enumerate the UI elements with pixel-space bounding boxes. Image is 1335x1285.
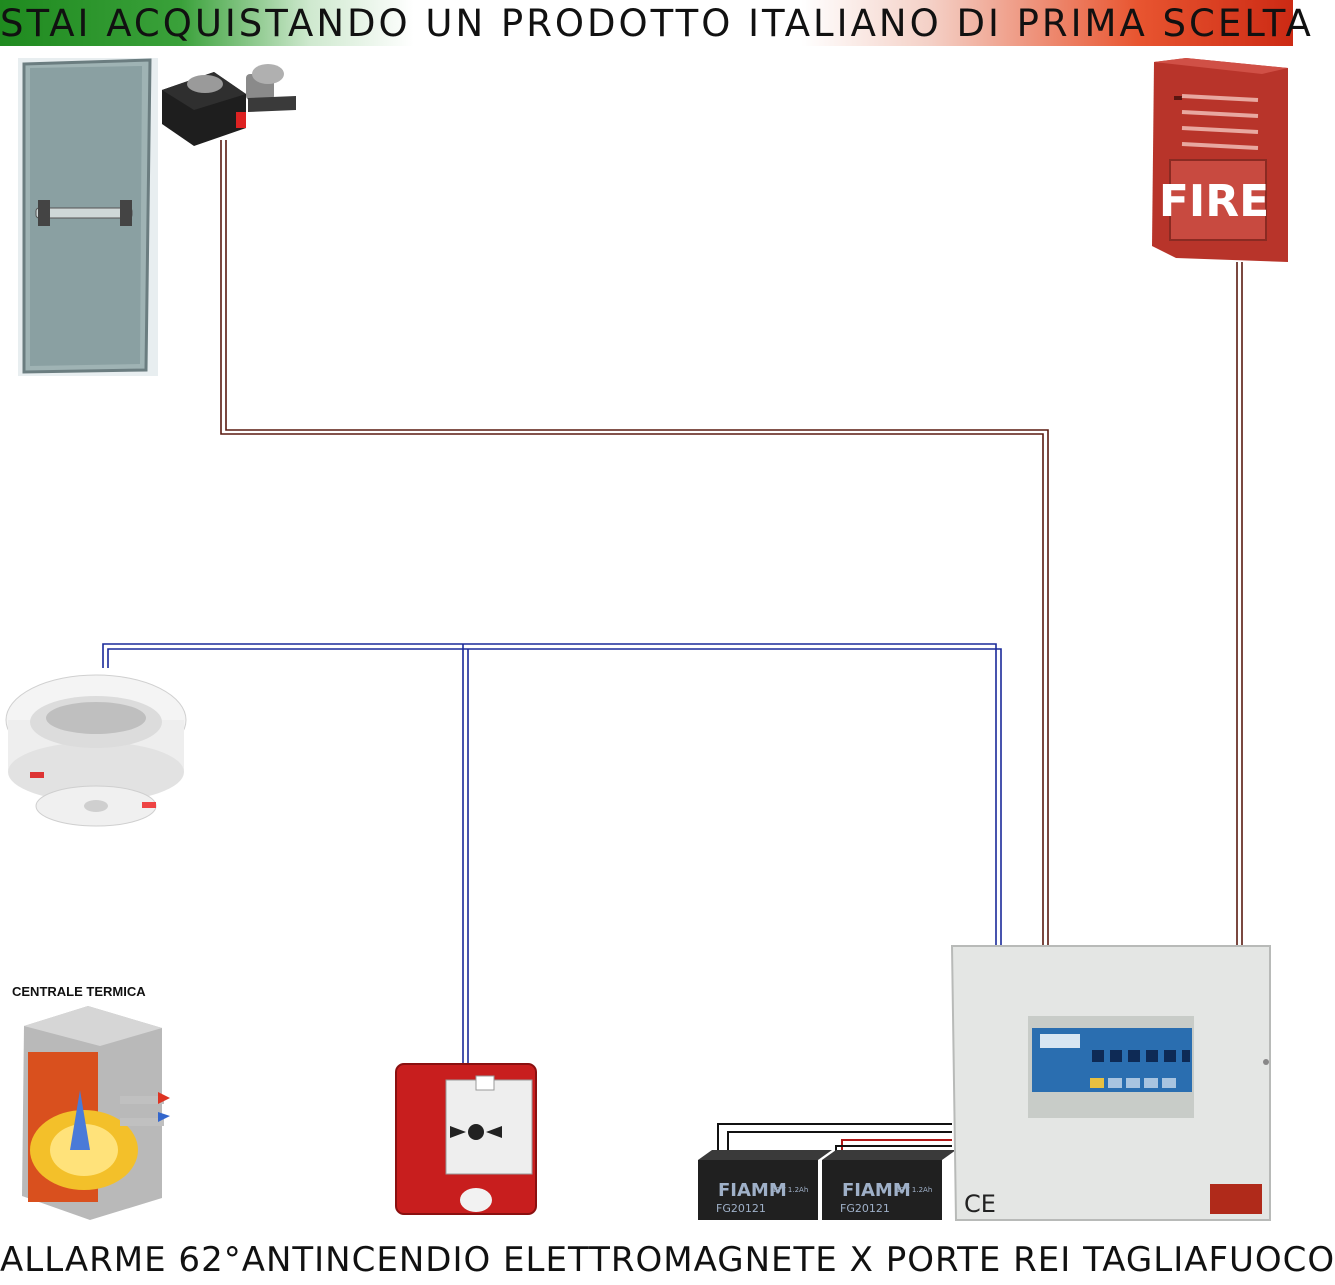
battery-1-model: FG20121 — [716, 1202, 766, 1215]
smoke-detector-icon — [5, 674, 187, 827]
control-panel: CE — [950, 945, 1271, 1221]
italian-flag-banner — [0, 0, 1293, 46]
ce-mark: CE — [964, 1190, 996, 1218]
siren-label: FIRE — [1159, 176, 1269, 227]
battery-2-brand: FIAMM — [842, 1180, 911, 1201]
battery-2-icon: FIAMM FG20121 12V 1.2Ah — [822, 1150, 956, 1220]
wire-detector-bus — [102, 643, 1002, 1064]
fire-siren-icon: FIRE — [1152, 58, 1288, 262]
wire-magnet-to-panel — [220, 140, 1049, 948]
door-magnet-icon — [162, 64, 296, 146]
battery-1-brand: FIAMM — [718, 1180, 787, 1201]
banner-title: STAI ACQUISTANDO UN PRODOTTO ITALIANO DI… — [0, 2, 1314, 45]
boiler-icon — [22, 1006, 170, 1220]
manual-call-point-icon — [395, 1063, 537, 1215]
battery-2-spec: 12V 1.2Ah — [896, 1186, 932, 1194]
boiler-label: CENTRALE TERMICA — [12, 984, 146, 999]
wiring-diagram: FIRE FIAMM F — [5, 58, 1288, 1221]
footer-title: ALLARME 62°ANTINCENDIO ELETTROMAGNETE X … — [0, 1240, 1335, 1280]
battery-1-icon: FIAMM FG20121 12V 1.2Ah — [698, 1150, 832, 1220]
fire-door — [18, 58, 158, 376]
wire-siren-to-panel — [1236, 262, 1243, 948]
battery-2-model: FG20121 — [840, 1202, 890, 1215]
battery-1-spec: 12V 1.2Ah — [772, 1186, 808, 1194]
